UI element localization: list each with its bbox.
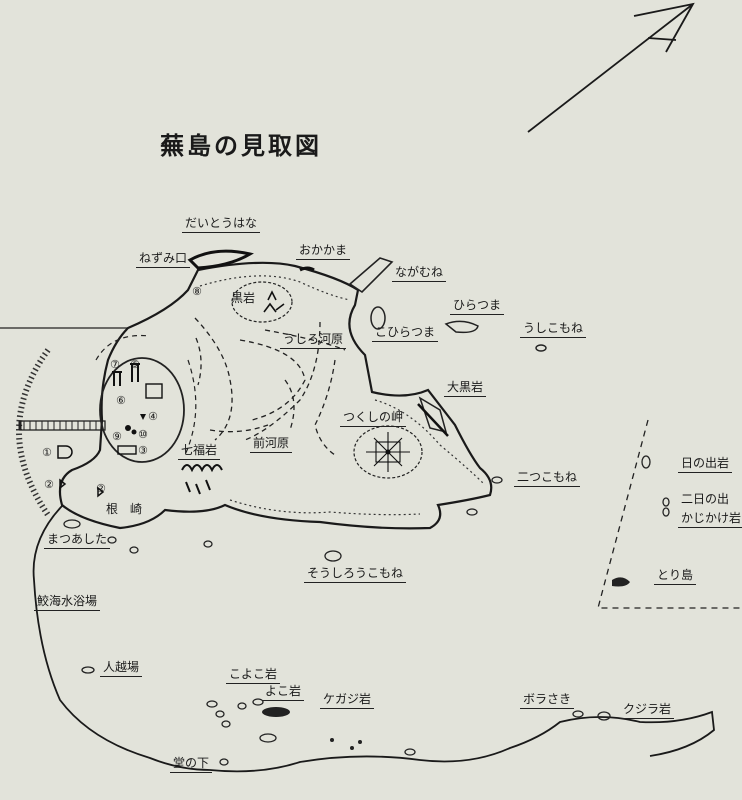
marker-10: ⑩ <box>138 428 148 441</box>
label-daitouhana: だいとうはな <box>182 216 261 233</box>
marker-7: ⑦ <box>110 358 120 371</box>
label-shichifukuiwa: 七福岩 <box>178 443 221 460</box>
marker-2a: ② <box>44 478 54 491</box>
label-yokoiwa: よこ岩 <box>262 684 305 701</box>
label-borasaki: ボラさき <box>520 692 575 709</box>
label-torishima: とり島 <box>654 568 697 585</box>
label-maekawara: 前河原 <box>250 436 293 453</box>
marker-3: ③ <box>138 444 148 457</box>
torii-icon <box>112 363 140 386</box>
label-hinode: 日の出岩 <box>678 456 733 473</box>
marker-6: ⑥ <box>116 394 126 407</box>
label-kohiratsuma: こひらつま <box>372 325 439 342</box>
label-nezumiguchi: ねずみ口 <box>136 251 191 268</box>
compass-arrow-icon <box>527 2 695 133</box>
label-futatsukomone: 二つこもね <box>514 470 581 487</box>
label-kuroiwa: 黒岩 <box>231 291 256 305</box>
label-kajikake: かじかけ岩 <box>678 511 742 528</box>
map-title: 蕪島の見取図 <box>160 132 322 160</box>
label-ushikomone: うしこもね <box>520 321 587 338</box>
label-samekaisuiyokujo: 鮫海水浴場 <box>34 594 101 611</box>
marker-9: ⑨ <box>112 430 122 443</box>
label-dounoshita: 堂の下 <box>170 756 213 773</box>
label-koyokoiwa: こよこ岩 <box>226 667 281 684</box>
label-matsuashita: まつあした <box>44 532 111 549</box>
label-okakama: おかかま <box>296 243 351 260</box>
label-kujiraiwa: クジラ岩 <box>620 702 675 719</box>
marker-4: ④ <box>148 410 158 423</box>
label-nagamune: ながむね <box>392 265 447 282</box>
marker-2b: ② <box>96 482 106 495</box>
label-futahinode: 二日の出 <box>681 492 730 506</box>
main-island-outline <box>58 261 493 530</box>
summit-cross-icon <box>366 432 410 472</box>
label-nezaki: 根 崎 <box>106 502 143 516</box>
label-hitokoshiba: 人越場 <box>100 660 143 677</box>
label-hiratsuma: ひらつま <box>450 298 505 315</box>
lighthouse-icon <box>57 445 105 498</box>
label-tsukushinomisaki: つくしの岬 <box>340 410 407 427</box>
label-soushiroukomone: そうしろうこもね <box>304 566 407 583</box>
marker-1: ① <box>42 446 52 459</box>
label-kegajiiwa: ケガジ岩 <box>320 692 375 709</box>
marker-5: ⑤ <box>130 358 140 371</box>
label-ookuroiwa: 大黒岩 <box>444 380 487 397</box>
marker-8: ⑧ <box>192 285 202 298</box>
label-ushirokawara: うしろ河原 <box>280 332 347 349</box>
shrine-icon <box>263 290 285 313</box>
